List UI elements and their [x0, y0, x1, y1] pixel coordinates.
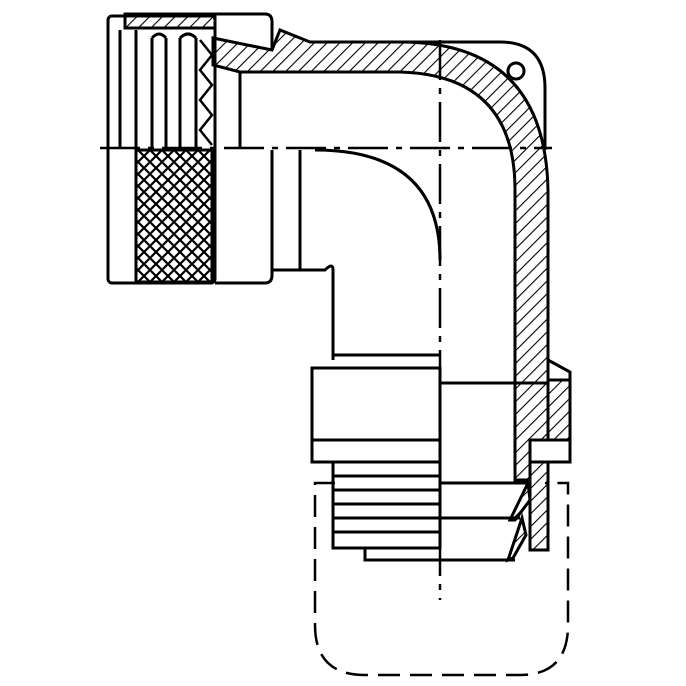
elbow-wall: [211, 28, 550, 482]
coupling-rear: [215, 12, 274, 285]
inner-bend: [314, 148, 442, 261]
coupling-nut: [106, 12, 217, 285]
cable-outline: [313, 481, 570, 677]
knurled-grip: [134, 148, 214, 284]
mounting-hole: [506, 61, 526, 81]
